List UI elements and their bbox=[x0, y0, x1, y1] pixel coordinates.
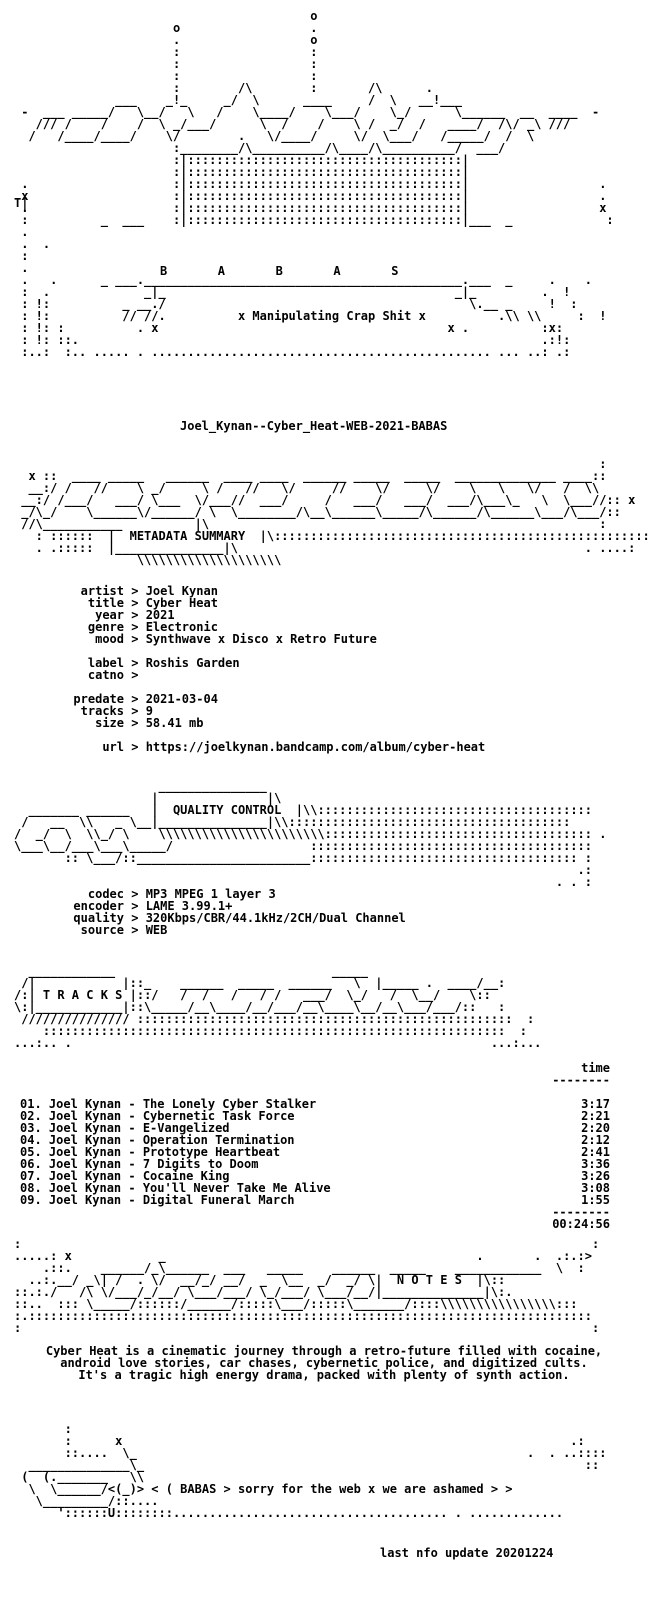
qc-encoder: LAME 3.99.1+ bbox=[145, 899, 233, 913]
meta-size: 58.41 mb bbox=[145, 716, 204, 730]
metadata-ascii-art: : x :: ____ _____ ______ ____ ____ _____… bbox=[21, 457, 648, 567]
total-time: 00:24:56 bbox=[552, 1217, 610, 1231]
qc-source: WEB bbox=[145, 923, 168, 937]
meta-mood: Synthwave x Disco x Retro Future bbox=[145, 632, 377, 646]
metadata-list: artist > Joel Kynan title > Cyber Heat y… bbox=[73, 584, 486, 754]
corner-glyph: T| bbox=[14, 196, 29, 210]
notes-section-title: N O T E S bbox=[396, 1273, 462, 1287]
quality-ascii-art: _______________ | |\ _______ ______ | QU… bbox=[14, 779, 607, 889]
meta-predate: 2021-03-04 bbox=[145, 692, 218, 706]
time-divider: -------- bbox=[552, 1073, 610, 1087]
meta-artist: Joel Kynan bbox=[145, 584, 218, 598]
meta-label: Roshis Garden bbox=[145, 656, 240, 670]
total-divider: -------- bbox=[552, 1205, 610, 1219]
tracklist: time -------- 01. Joel Kynan - The Lonel… bbox=[20, 1062, 610, 1230]
header-ascii-art: o o . . o : : : : : bbox=[21, 9, 614, 359]
notes-ascii-art: : : .....: x _ . . .:.:> .::. ______/_\_… bbox=[14, 1237, 600, 1335]
release-name: Joel_Kynan--Cyber_Heat-WEB-2021-BABAS bbox=[180, 419, 448, 433]
tracks-section-title: T R A C K S bbox=[42, 988, 123, 1002]
time-header: time bbox=[581, 1061, 610, 1075]
footer-ascii-art: : : x .: ::.... \_ . . ..:::: __________… bbox=[21, 1422, 607, 1520]
notes-text: Cyber Heat is a cinematic journey throug… bbox=[45, 1344, 603, 1382]
meta-year: 2021 bbox=[145, 608, 175, 622]
meta-genre: Electronic bbox=[145, 620, 218, 634]
quality-section-title: QUALITY CONTROL bbox=[172, 803, 282, 817]
qc-quality: 320Kbps/CBR/44.1kHz/2CH/Dual Channel bbox=[145, 911, 406, 925]
track-row: 08. Joel Kynan - You'll Never Take Me Al… bbox=[20, 1181, 610, 1195]
quality-list: codec > MP3 MPEG 1 layer 3 encoder > LAM… bbox=[73, 887, 406, 937]
tracks-ascii-art: ____________ _____ /| |::_ ______ _____ … bbox=[14, 964, 542, 1050]
group-letters: B A B A S bbox=[160, 264, 399, 278]
metadata-section-title: METADATA SUMMARY bbox=[129, 529, 246, 543]
meta-url: https://joelkynan.bandcamp.com/album/cyb… bbox=[145, 740, 486, 754]
header-tagline: x Manipulating Crap Shit x bbox=[237, 309, 426, 323]
track-row: 01. Joel Kynan - The Lonely Cyber Stalke… bbox=[20, 1097, 610, 1111]
qc-codec: MP3 MPEG 1 layer 3 bbox=[145, 887, 276, 901]
meta-title: Cyber Heat bbox=[145, 596, 218, 610]
footer-message: < ( BABAS > sorry for the web x we are a… bbox=[151, 1482, 513, 1496]
meta-tracks: 9 bbox=[145, 704, 153, 718]
last-update: last nfo update 20201224 bbox=[380, 1546, 554, 1560]
